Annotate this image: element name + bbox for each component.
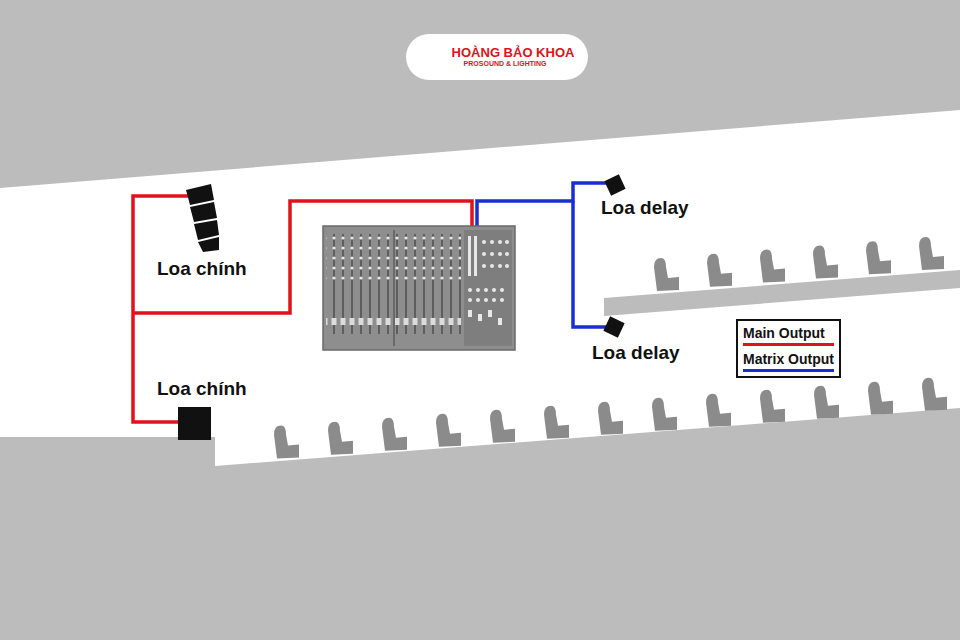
seat	[598, 402, 623, 435]
brand-tagline: PROSOUND & LIGHTING	[452, 60, 575, 68]
legend-row: Matrix Output	[743, 351, 834, 372]
legend-line-sample	[743, 343, 834, 346]
seat	[652, 398, 677, 431]
box-speaker	[178, 407, 211, 440]
delay-speaker	[604, 174, 625, 195]
line-array-speaker	[186, 184, 219, 252]
seat	[868, 382, 893, 415]
seat	[436, 414, 461, 447]
speaker-label: Loa delay	[592, 342, 680, 364]
seat	[328, 422, 353, 455]
seat	[866, 241, 891, 274]
seat	[760, 390, 785, 423]
speaker-label: Loa chính	[157, 258, 247, 280]
seat	[544, 406, 569, 439]
legend-text: Matrix Output	[743, 351, 834, 367]
speaker-label: Loa delay	[601, 197, 689, 219]
seat	[490, 410, 515, 443]
seat	[274, 426, 299, 459]
legend-box: Main OutputMatrix Output	[736, 319, 841, 378]
seat	[919, 237, 944, 270]
seat	[760, 250, 785, 283]
seat	[654, 258, 679, 291]
delay-speaker	[603, 316, 624, 337]
legend-line-sample	[743, 369, 834, 372]
legend-text: Main Output	[743, 325, 834, 341]
logo-badge: HOÀNG BẢO KHOAPROSOUND & LIGHTING	[406, 34, 589, 80]
hall-floor	[0, 110, 960, 466]
mixer-console	[323, 226, 515, 350]
seat	[814, 386, 839, 419]
seat	[813, 245, 838, 278]
speaker-label: Loa chính	[157, 378, 247, 400]
seat	[707, 254, 732, 287]
brand-name: HOÀNG BẢO KHOA	[452, 46, 575, 60]
seat	[382, 418, 407, 451]
legend-row: Main Output	[743, 325, 834, 346]
seat	[922, 378, 947, 411]
seat	[706, 394, 731, 427]
